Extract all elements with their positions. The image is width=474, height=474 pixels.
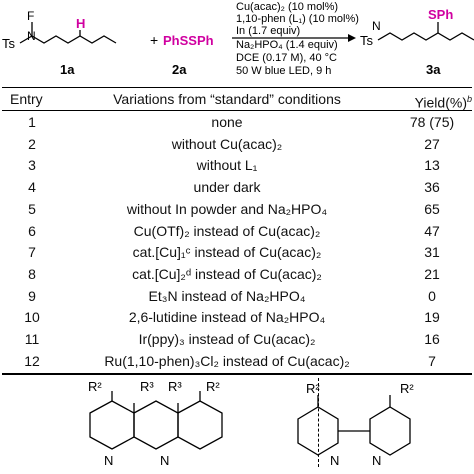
cell-yield: 0 (428, 287, 436, 304)
cell-variation: Cu(OTf)₂ instead of Cu(acac)₂ (133, 222, 321, 239)
cell-entry: 9 (28, 287, 36, 304)
bipy-r2-left: R² (306, 381, 320, 396)
hydrogen-label: H (76, 16, 85, 31)
cell-entry: 1 (28, 114, 36, 130)
cell-entry: 5 (28, 200, 36, 217)
phen-r2-right: R² (206, 379, 220, 394)
cell-yield: 78 (75) (409, 114, 455, 130)
table-bottom-rule (2, 374, 472, 375)
bipy-n-left: N (330, 453, 339, 467)
table-row: 8 cat.[Cu]₂ᵈ instead of Cu(acac)₂ 21 (2, 264, 472, 284)
table-row: 1 none 78 (75) (2, 112, 472, 132)
cell-variation: under dark (193, 179, 261, 196)
condition-line: In (1.7 equiv) (236, 25, 300, 37)
table-row: 6 Cu(OTf)₂ instead of Cu(acac)₂ 47 (2, 221, 472, 241)
table-row: 9 Et₃N instead of Na₂HPO₄ 0 (2, 286, 472, 306)
phen-n-right: N (160, 453, 169, 467)
reaction-scheme: Ts F N H 1a + PhSSPh 2a Cu(acac)₂ (10 mo… (2, 1, 474, 77)
table-top-rule (2, 87, 472, 88)
conditions-block: Cu(acac)₂ (10 mol%) 1,10-phen (L₁) (10 m… (236, 1, 359, 77)
cell-entry: 4 (28, 179, 36, 196)
nitrogen-label: N (27, 29, 36, 43)
table-row: 4 under dark 36 (2, 177, 472, 197)
reactant-2a: PhSSPh (163, 33, 214, 48)
condition-line: Na₂HPO₄ (1.4 equiv) (236, 39, 338, 51)
product-ts-label: Ts (360, 33, 374, 48)
table-header-row: Entry Variations from “standard” conditi… (2, 89, 472, 111)
cell-variation: Et₃N instead of Na₂HPO₄ (148, 287, 306, 304)
cell-entry: 12 (24, 352, 40, 369)
cell-yield: 13 (424, 157, 440, 174)
bipyridine-structure (297, 395, 411, 456)
fluorine-label: F (27, 9, 34, 23)
table-row: 7 cat.[Cu]₁ᶜ instead of Cu(acac)₂ 31 (2, 242, 472, 262)
cell-variation: 2,6-lutidine instead of Na₂HPO₄ (128, 309, 326, 326)
cell-entry: 3 (28, 157, 36, 174)
header-entry: Entry (10, 91, 43, 107)
ligand-structures-panel (2, 373, 472, 474)
cell-yield: 21 (424, 265, 440, 282)
phenanthroline-structure (89, 391, 223, 450)
bipy-r2-right: R² (400, 381, 414, 396)
cell-entry: 6 (28, 222, 36, 239)
cell-yield: 36 (424, 179, 440, 196)
product-3a-structure (377, 22, 474, 41)
condition-line: 1,10-phen (L₁) (10 mol%) (236, 13, 359, 25)
table-header-rule (2, 110, 472, 111)
reactant-1a-label: 1a (60, 62, 75, 77)
cell-yield: 47 (424, 222, 440, 239)
condition-line: Cu(acac)₂ (10 mol%) (236, 1, 338, 13)
cell-yield: 65 (424, 200, 440, 217)
bipy-n-right: N (372, 453, 381, 467)
table-row: 2 without Cu(acac)₂ 27 (2, 134, 472, 154)
condition-line: DCE (0.17 M), 40 °C (236, 52, 337, 64)
table-row: 5 without In powder and Na₂HPO₄ 65 (2, 199, 472, 219)
plus-sign: + (150, 32, 158, 48)
cell-variation: none (211, 114, 243, 130)
phen-r3-left: R³ (140, 379, 154, 394)
cell-variation: Ru(1,10-phen)₃Cl₂ instead of Cu(acac)₂ (104, 352, 350, 369)
cell-variation: without L₁ (196, 157, 258, 174)
cell-variation: cat.[Cu]₂ᵈ instead of Cu(acac)₂ (132, 265, 322, 282)
reactant-1a-structure (19, 22, 117, 44)
cell-variation: Ir(ppy)₃ instead of Cu(acac)₂ (138, 331, 316, 347)
product-sph-label: SPh (428, 7, 453, 22)
cell-yield: 7 (428, 352, 436, 369)
table-row: 11 Ir(ppy)₃ instead of Cu(acac)₂ 16 (2, 329, 472, 349)
cell-entry: 2 (28, 135, 36, 152)
table-row: 12 Ru(1,10-phen)₃Cl₂ instead of Cu(acac)₂… (2, 351, 472, 371)
cell-yield: 16 (424, 331, 440, 347)
cell-entry: 10 (24, 309, 40, 326)
cell-variation: without Cu(acac)₂ (171, 135, 283, 152)
product-3a-label: 3a (426, 62, 441, 77)
header-variation: Variations from “standard” conditions (113, 91, 341, 107)
cell-entry: 8 (28, 265, 36, 282)
reactant-2a-label: 2a (172, 62, 187, 77)
panel-divider (318, 378, 319, 467)
reaction-arrow (232, 34, 356, 42)
phen-r3-right: R³ (168, 379, 182, 394)
cell-entry: 11 (24, 331, 40, 347)
table-row: 10 2,6-lutidine instead of Na₂HPO₄ 19 (2, 307, 472, 327)
ts-group-label: Ts (2, 36, 16, 51)
cell-yield: 31 (424, 244, 440, 261)
header-yield: Yield(%)b (414, 94, 472, 111)
cell-variation: cat.[Cu]₁ᶜ instead of Cu(acac)₂ (132, 244, 322, 261)
cell-yield: 19 (424, 309, 440, 326)
cell-yield: 27 (424, 135, 440, 152)
product-nitrogen-label: N (372, 19, 381, 33)
condition-line: 50 W blue LED, 9 h (236, 65, 331, 77)
cell-entry: 7 (28, 244, 36, 261)
table-row: 3 without L₁ 13 (2, 155, 472, 175)
phen-r2-left: R² (88, 379, 102, 394)
ligand-structures: R² R³ R³ R² N N R² R² N N (88, 379, 414, 467)
phen-n-left: N (104, 453, 113, 467)
cell-variation: without In powder and Na₂HPO₄ (126, 200, 328, 217)
